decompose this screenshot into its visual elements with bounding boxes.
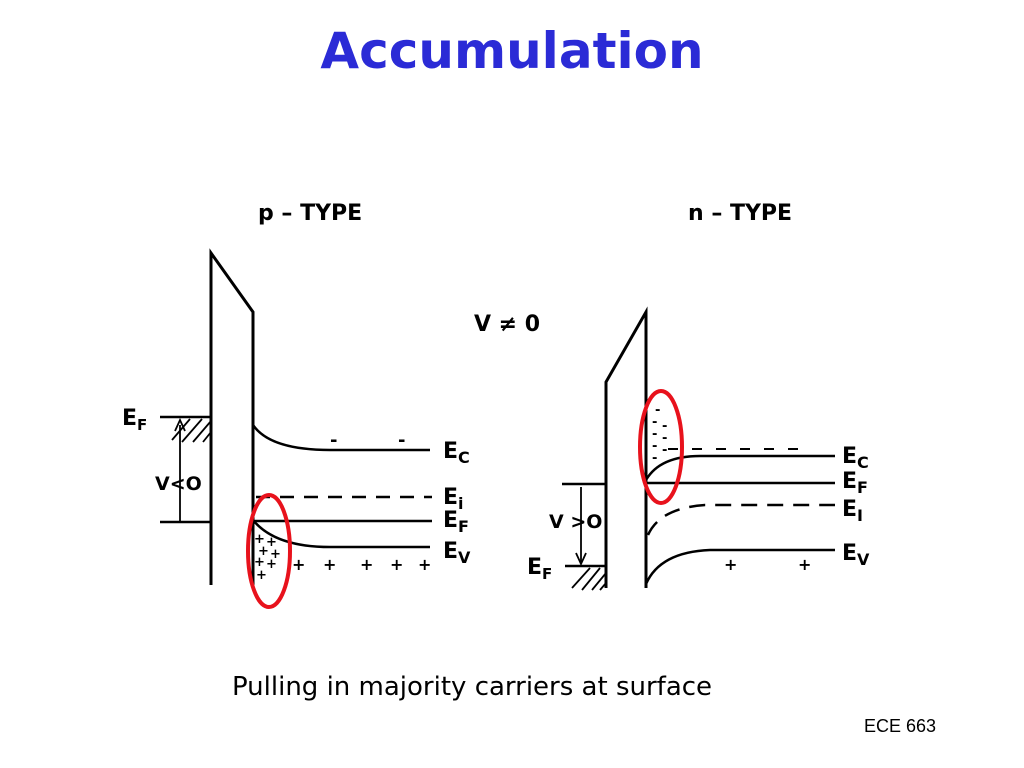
n-ei-label: EI xyxy=(842,497,863,525)
p-hole-mark: + xyxy=(390,555,403,574)
slide-caption: Pulling in majority carriers at surface xyxy=(231,672,713,702)
n-surface-electron: - xyxy=(662,431,667,446)
n-type-heading: n – TYPE xyxy=(688,201,792,226)
n-surface-electron: - xyxy=(652,427,657,442)
p-oxide xyxy=(209,248,255,585)
n-voltage-label: V >O xyxy=(549,511,602,533)
p-ev-band xyxy=(252,519,430,549)
n-highlight-ellipse xyxy=(638,389,684,505)
p-hole-mark: + xyxy=(418,555,431,574)
p-surface-hole: + xyxy=(256,568,267,583)
n-ef-label: EF xyxy=(842,469,868,497)
p-hole-mark: + xyxy=(323,555,336,574)
p-surface-hole: + xyxy=(258,544,269,559)
p-hole-mark: + xyxy=(292,555,305,574)
n-surface-electron: - xyxy=(652,439,657,454)
slide-title: Accumulation xyxy=(320,22,704,80)
n-ev-label: EV xyxy=(842,541,870,569)
n-ec-label: EC xyxy=(842,444,869,472)
p-voltage-label: V<O xyxy=(155,473,202,495)
p-ec-label: EC xyxy=(443,439,470,467)
bias-label: V ≠ 0 xyxy=(474,312,540,337)
n-ev-band xyxy=(644,548,835,585)
n-ec-band xyxy=(644,454,835,481)
n-surface-electron: - xyxy=(652,451,657,466)
n-surface-electron: - xyxy=(662,419,667,434)
n-hole-mark: + xyxy=(724,555,737,574)
p-accumulated-holes: + + + + + + + xyxy=(254,532,281,583)
p-ec-band xyxy=(251,424,430,452)
p-surface-hole: + xyxy=(266,557,277,572)
n-metal-fermi-label: EF xyxy=(527,555,552,583)
slide-footer: ECE 663 xyxy=(863,716,936,736)
p-ev-label: EV xyxy=(443,539,471,567)
n-hole-mark: + xyxy=(798,555,811,574)
p-metal-fermi-label: EF xyxy=(122,406,147,434)
n-surface-electron: - xyxy=(662,443,667,458)
p-ei-label: Ei xyxy=(443,485,464,513)
n-metal-hatching xyxy=(571,567,607,591)
n-type-panel: n – TYPE V >O EF - - - - xyxy=(527,201,870,591)
p-surface-hole: + xyxy=(270,547,281,562)
n-voltage-arrowhead xyxy=(575,552,587,567)
p-type-heading: p – TYPE xyxy=(258,201,362,226)
n-surface-electron: - xyxy=(652,415,657,430)
p-highlight-ellipse xyxy=(246,493,292,609)
p-surface-hole: + xyxy=(254,532,265,547)
p-type-panel: p – TYPE EF V<O - - + + + + + xyxy=(122,201,471,609)
n-surface-electron: - xyxy=(655,403,660,418)
p-surface-hole: + xyxy=(254,555,265,570)
n-accumulated-electrons: - - - - - - - - xyxy=(652,403,667,466)
p-electron-mark-2: - xyxy=(398,430,405,451)
p-electron-mark-1: - xyxy=(330,430,337,451)
p-hole-mark: + xyxy=(360,555,373,574)
p-voltage-arrowhead xyxy=(174,417,186,432)
p-metal-hatching xyxy=(171,418,212,443)
n-ei-band xyxy=(646,503,835,536)
p-surface-hole: + xyxy=(266,535,277,550)
p-ef-label: EF xyxy=(443,508,469,536)
